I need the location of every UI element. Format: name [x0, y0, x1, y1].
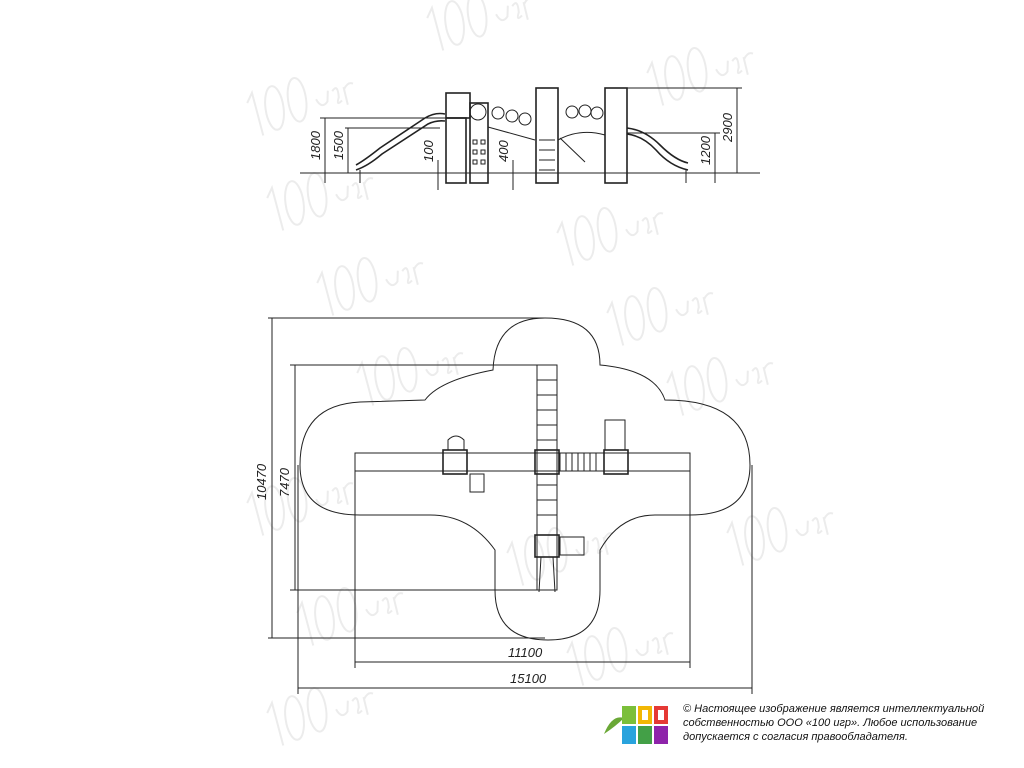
copyright-notice: © Настоящее изображение является интелле… [683, 702, 1013, 744]
copyright-line: допускается с согласия правообладателя. [683, 731, 908, 743]
bridge-1-panels [491, 106, 532, 126]
bridge-1 [487, 126, 536, 141]
watermark-icon [242, 56, 361, 140]
brand-logo [602, 704, 672, 746]
stair [604, 419, 626, 451]
left-slide [355, 112, 446, 171]
watermark-icon [642, 26, 761, 110]
watermark-icon [292, 566, 411, 650]
plan-view: 10470 7470 11100 15100 [254, 317, 753, 694]
dim-7470: 7470 [277, 467, 292, 497]
watermark-icon [552, 186, 671, 270]
copyright-line: © Настоящее изображение является интелле… [683, 703, 985, 715]
ramp [559, 137, 586, 163]
watermark-icon [262, 151, 381, 235]
dim-10470: 10470 [254, 463, 269, 500]
copyright-line: собственностью ООО «100 игр». Любое испо… [683, 717, 978, 729]
watermark-icon [352, 326, 471, 410]
dim-11100: 11100 [508, 645, 543, 660]
watermark-icon [312, 236, 431, 320]
dim-2900: 2900 [720, 112, 735, 143]
watermark-icon [602, 266, 721, 350]
dim-1500: 1500 [331, 130, 346, 160]
platform-2 [534, 449, 560, 475]
roof [447, 435, 465, 450]
dim-1800: 1800 [308, 130, 323, 160]
safety-zone-outline [299, 317, 751, 641]
watermark-icon [262, 666, 381, 750]
dim-100: 100 [421, 140, 436, 162]
climbing-wall [469, 102, 489, 184]
tower-1-roof [445, 92, 471, 119]
platform-3 [603, 449, 629, 475]
panel [559, 536, 585, 556]
platform-4 [534, 534, 560, 558]
watermark-icon [502, 506, 621, 590]
tower-2 [535, 87, 559, 184]
tower-1 [445, 117, 467, 184]
watermark-icon [722, 486, 841, 570]
watermark-icon [662, 336, 781, 420]
vertical-structure [536, 364, 558, 591]
dim-400: 400 [496, 140, 511, 162]
platform-1 [442, 449, 468, 475]
watermark-icon [422, 0, 541, 55]
right-slide [626, 127, 689, 171]
elevation-view: 1800 1500 100 400 1200 2900 [300, 87, 760, 190]
horizontal-structure [354, 452, 691, 472]
dim-15100: 15100 [510, 671, 547, 686]
watermarks [242, 0, 841, 750]
slide [538, 556, 556, 593]
watermark-icon [562, 606, 681, 690]
tower-3 [604, 87, 628, 184]
bridge-2 [557, 131, 606, 141]
dim-1200: 1200 [698, 135, 713, 165]
